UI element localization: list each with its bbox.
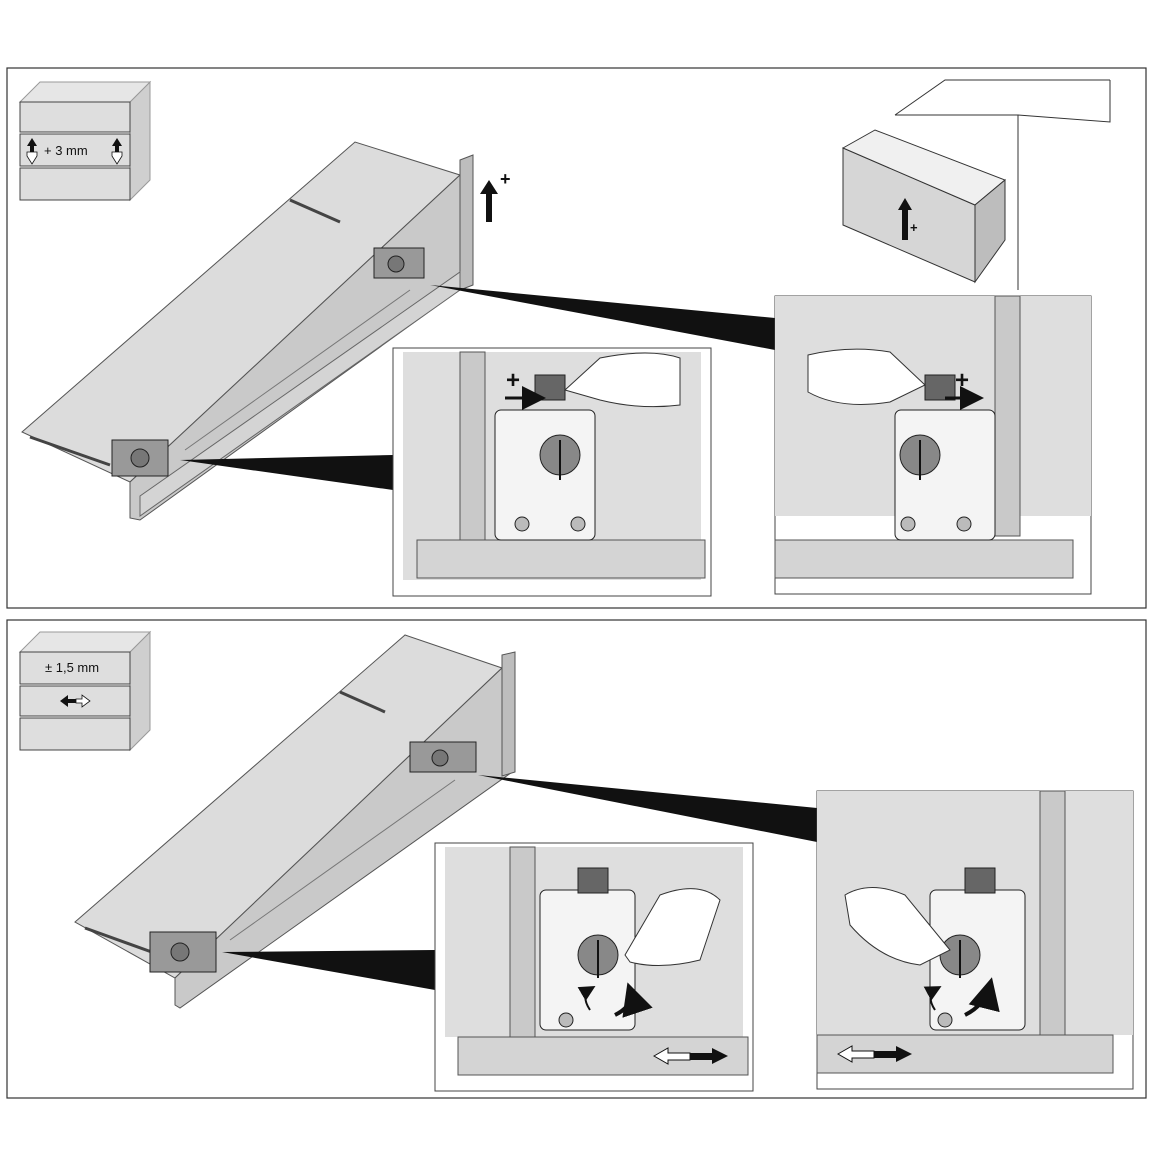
step-1-panel: + 3 mm + [6,67,1147,609]
detail-view-left: + [392,347,712,597]
hand-icon [844,887,951,966]
up-arrow-icon [898,198,912,240]
drawer-bottom-view [21,141,474,521]
left-right-arrow-icon [836,1045,912,1063]
detail-right-plus-sign: + [955,367,969,394]
lift-plus-sign: + [500,169,511,189]
detail-view-left [434,842,754,1092]
detail-view-right [816,790,1134,1090]
lateral-adjustment-icon: ± 1,5 mm [18,630,152,752]
drawer-bottom-view [74,634,516,1009]
callout-beam-front [222,950,435,990]
hand-icon [624,888,721,967]
detail-left-plus-sign: + [506,367,520,394]
runner-clip-rear [373,247,425,279]
callout-beam-rear [478,775,817,842]
cabinet-plus-sign: + [910,220,918,235]
lateral-adjustment-label: ± 1,5 mm [45,660,99,675]
step-2-panel: ± 1,5 mm [6,619,1147,1099]
callout-beam-rear [430,285,775,350]
runner-clip-rear [409,741,477,773]
hand-icon [564,352,681,408]
height-adjustment-label: + 3 mm [44,143,88,158]
hand-icon [807,348,926,405]
left-right-arrow-icon [652,1047,728,1065]
height-adjustment-icon: + 3 mm [18,80,152,202]
cabinet-illustration: + [841,79,1111,290]
up-down-arrow-icon [26,138,38,165]
runner-clip-front [111,439,169,477]
left-right-arrow-icon [60,694,91,708]
up-arrow-icon: + [480,169,511,222]
callout-beam-front [180,455,393,490]
runner-clip-front [149,931,217,973]
up-down-arrow-icon [111,138,123,165]
detail-view-right: + [774,295,1092,595]
